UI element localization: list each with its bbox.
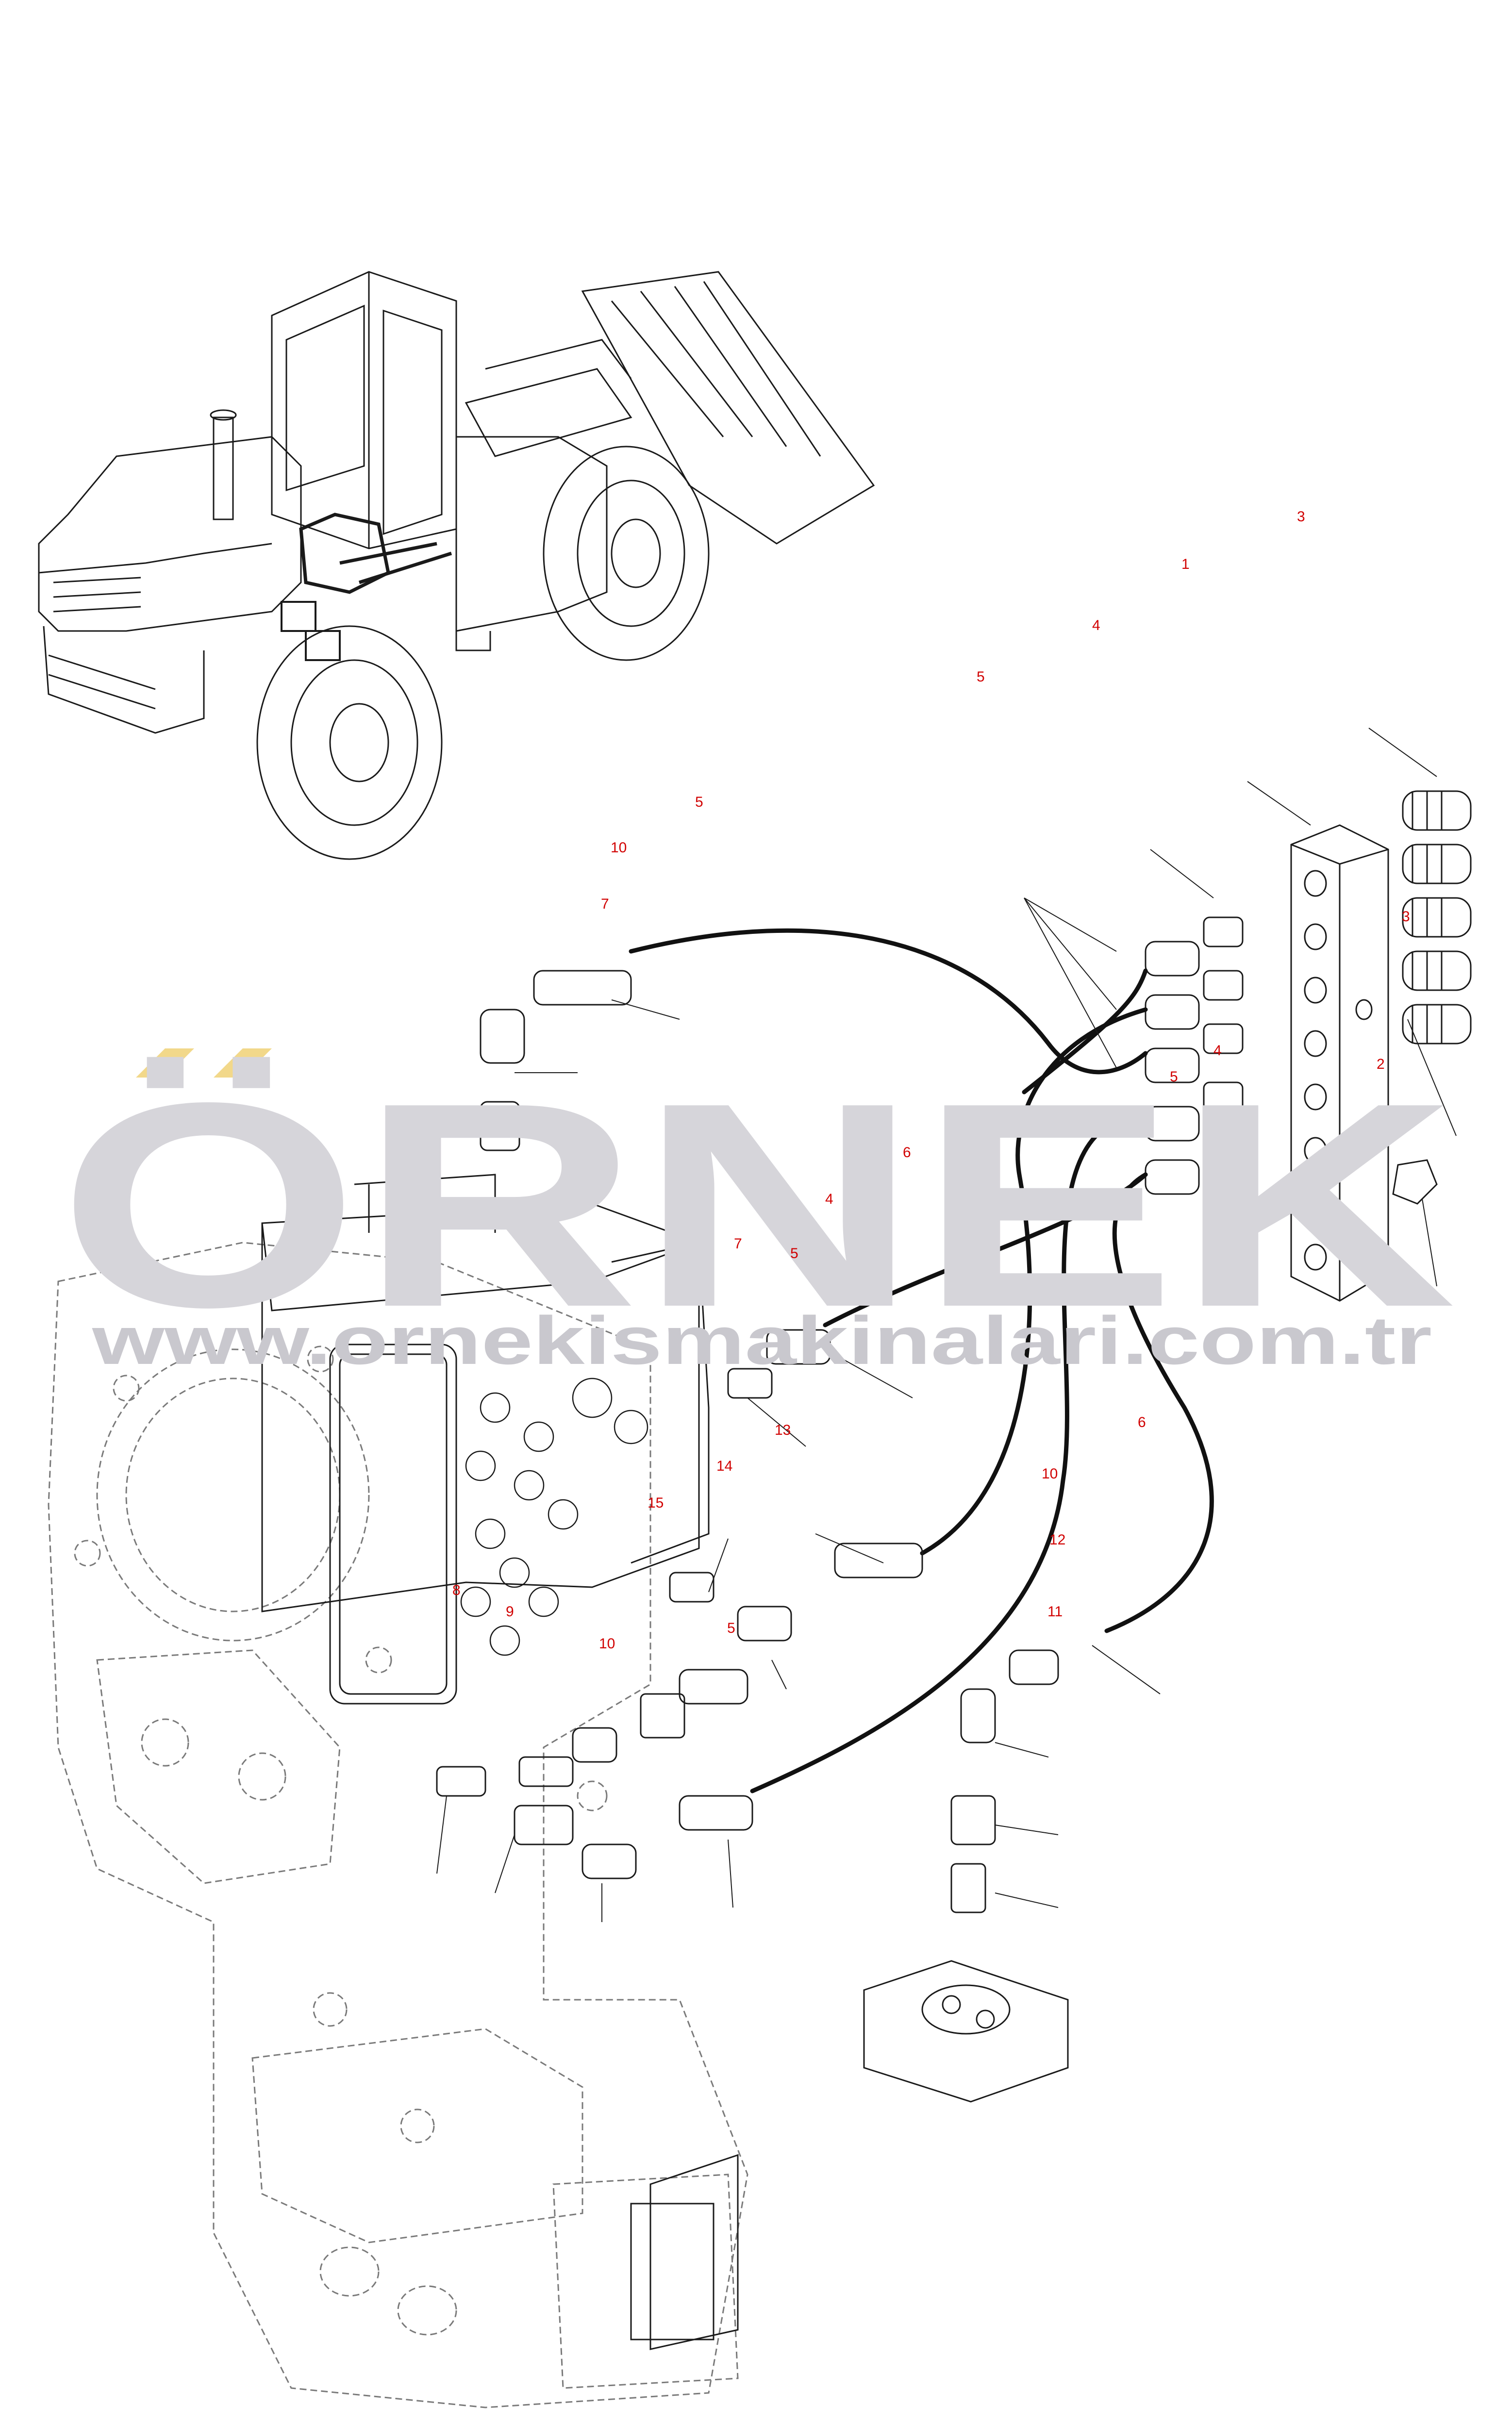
wheel-loader-overview: [38, 271, 875, 860]
callout-label: 4: [1213, 1043, 1222, 1059]
hydraulic-hoses: [629, 928, 1214, 1793]
callout-label: 1: [1181, 556, 1190, 572]
callout-label: 4: [825, 1191, 833, 1207]
callout-label: 15: [648, 1495, 664, 1511]
callout-label: 10: [1042, 1466, 1058, 1482]
callout-label: 8: [452, 1582, 461, 1598]
callout-label: 2: [1377, 1056, 1385, 1072]
callout-label: 7: [734, 1236, 742, 1252]
callout-label: 3: [1402, 909, 1410, 925]
callout-label: 5: [790, 1245, 798, 1261]
transmission-housing: [48, 1242, 748, 2408]
callout-label: 10: [599, 1636, 615, 1652]
leader-lines: [436, 728, 1457, 1922]
callout-label: 13: [775, 1422, 791, 1438]
watermark-accent: [136, 1048, 194, 1078]
callout-label: 6: [903, 1145, 911, 1161]
connector-fittings: [436, 970, 1069, 2350]
callout-label: 14: [716, 1458, 732, 1474]
callout-label: 10: [611, 840, 627, 856]
watermark-brand: ÖRNEK: [58, 1043, 1456, 1368]
watermark-url: www.ornekismakinalari.com.tr: [92, 1302, 1432, 1378]
callout-label: 12: [1049, 1532, 1065, 1548]
callout-labels: 3 1 4 5 5 10 7 3 2 5 4 6 4 7 5 13 14 15 …: [452, 509, 1410, 1652]
callout-label: 11: [1047, 1604, 1063, 1620]
callout-label: 5: [1170, 1069, 1178, 1085]
callout-label: 3: [1297, 509, 1305, 525]
watermark-accent: [214, 1048, 272, 1078]
callout-label: 5: [695, 794, 703, 810]
callout-label: 4: [1092, 617, 1100, 633]
control-valve-block: [261, 1174, 710, 1705]
callout-label: 6: [1138, 1414, 1146, 1430]
callout-label: 5: [977, 669, 985, 685]
callout-label: 5: [727, 1620, 735, 1636]
watermark: ÖRNEK www.ornekismakinalari.com.tr: [58, 1043, 1456, 1378]
callout-label: 7: [601, 896, 609, 912]
callout-label: 9: [506, 1604, 514, 1620]
distribution-manifold: [1290, 790, 1472, 1302]
